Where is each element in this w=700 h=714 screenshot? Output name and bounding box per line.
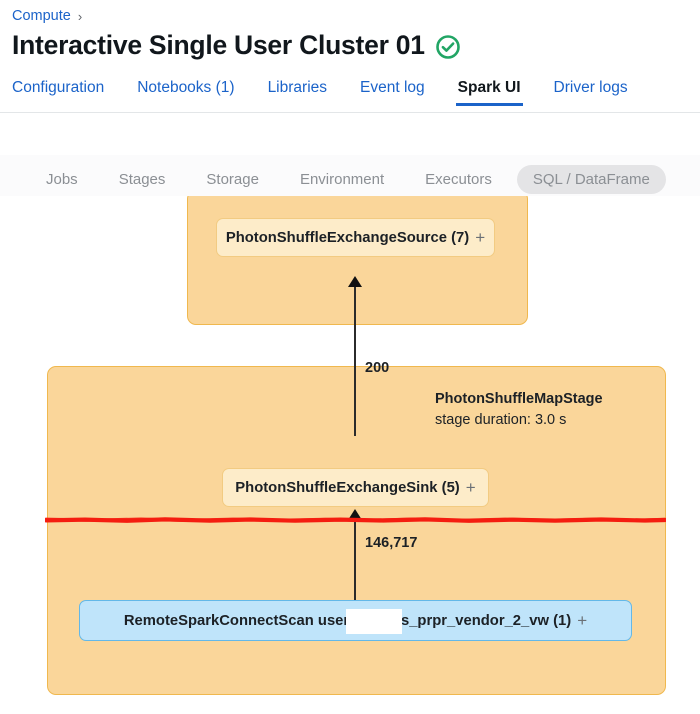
edge-label-row-count-200: 200: [365, 360, 390, 376]
breadcrumb-compute-link[interactable]: Compute: [12, 8, 71, 24]
spark-tab-executors[interactable]: Executors: [425, 171, 492, 188]
plan-node-photon-shuffle-exchange-source[interactable]: PhotonShuffleExchangeSource (7) +: [216, 218, 495, 257]
spark-tab-environment[interactable]: Environment: [299, 171, 385, 188]
page-title: Interactive Single User Cluster 01: [12, 30, 425, 60]
spark-tab-stages[interactable]: Stages: [118, 171, 166, 188]
redaction-overlay: [346, 609, 402, 634]
plan-node-label-prefix: RemoteSparkConnectScan users.ja: [123, 612, 374, 629]
edge-scan-to-sink-arrowhead: [348, 509, 362, 520]
page-title-row: Interactive Single User Cluster 01: [12, 30, 460, 60]
tab-configuration[interactable]: Configuration: [12, 79, 105, 96]
cluster-tabs: Configuration Notebooks (1) Libraries Ev…: [12, 79, 700, 106]
spark-tab-storage[interactable]: Storage: [206, 171, 259, 188]
edge-label-row-count-146717: 146,717: [365, 535, 418, 551]
plan-node-label: PhotonShuffleExchangeSource (7): [225, 229, 470, 246]
stage-container-upper: [187, 196, 528, 325]
spark-tab-jobs[interactable]: Jobs: [46, 171, 78, 188]
spark-tab-sql-dataframe[interactable]: SQL / DataFrame: [516, 165, 666, 194]
stage-label: PhotonShuffleMapStage stage duration: 3.…: [435, 390, 603, 430]
stage-name: PhotonShuffleMapStage: [435, 391, 603, 407]
expand-icon[interactable]: +: [577, 610, 588, 630]
breadcrumb: Compute ›: [12, 8, 82, 24]
plan-node-label: PhotonShuffleExchangeSink (5): [235, 479, 460, 496]
tab-notebooks[interactable]: Notebooks (1): [137, 79, 235, 96]
edge-sink-to-source-line: [354, 286, 357, 436]
plan-node-label-suffix: nd.fs_prpr_vendor_2_vw (1): [373, 612, 572, 629]
query-plan-canvas[interactable]: PhotonShuffleMapStage stage duration: 3.…: [0, 196, 700, 714]
tab-event-log[interactable]: Event log: [360, 79, 425, 96]
chevron-right-icon: ›: [77, 8, 83, 24]
tab-driver-logs[interactable]: Driver logs: [553, 79, 628, 96]
check-circle-icon: [435, 35, 460, 59]
expand-icon[interactable]: +: [475, 227, 486, 247]
red-annotation-line: [45, 517, 666, 523]
edge-sink-to-source-arrowhead: [348, 276, 362, 287]
plan-node-remote-spark-connect-scan[interactable]: RemoteSparkConnectScan users.ja nd.fs_pr…: [79, 600, 632, 641]
edge-scan-to-sink-line: [354, 519, 357, 604]
tab-libraries[interactable]: Libraries: [267, 79, 328, 96]
expand-icon[interactable]: +: [465, 477, 476, 497]
stage-duration: stage duration: 3.0 s: [435, 411, 567, 428]
tabs-divider: [0, 112, 700, 113]
plan-node-photon-shuffle-exchange-sink[interactable]: PhotonShuffleExchangeSink (5) +: [222, 468, 489, 507]
tab-spark-ui[interactable]: Spark UI: [455, 79, 523, 106]
